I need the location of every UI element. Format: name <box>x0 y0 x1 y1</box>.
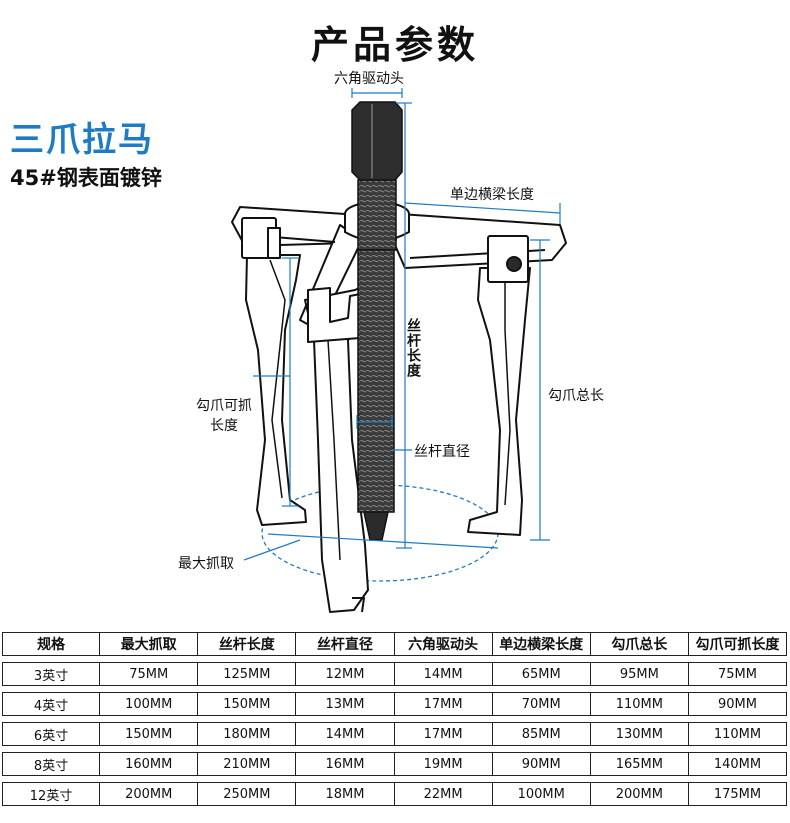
table-cell: 130MM <box>590 722 689 746</box>
table-cell: 19MM <box>394 752 493 776</box>
puller-diagram <box>231 88 567 613</box>
right-jaw <box>467 235 531 536</box>
table-cell: 17MM <box>394 692 493 716</box>
table-row: 3英寸 75MM 125MM 12MM 14MM 65MM 95MM 75MM <box>2 662 787 686</box>
table-cell: 12MM <box>296 662 395 686</box>
table-cell: 8英寸 <box>2 752 101 776</box>
table-cell: 110MM <box>590 692 689 716</box>
header-cell: 六角驱动头 <box>394 632 493 656</box>
header-cell: 最大抓取 <box>100 632 199 656</box>
table-cell: 200MM <box>590 782 689 806</box>
header-cell: 丝杆直径 <box>296 632 395 656</box>
label-jaw-total: 勾爪总长 <box>548 388 604 404</box>
table-cell: 160MM <box>100 752 199 776</box>
table-cell: 18MM <box>296 782 395 806</box>
header-cell: 单边横梁长度 <box>492 632 591 656</box>
table-cell: 16MM <box>296 752 395 776</box>
table-row: 12英寸 200MM 250MM 18MM 22MM 100MM 200MM 1… <box>2 782 787 806</box>
table-cell: 6英寸 <box>2 722 101 746</box>
label-jaw-reach: 勾爪可抓长度 <box>196 398 252 434</box>
table-row: 4英寸 100MM 150MM 13MM 17MM 70MM 110MM 90M… <box>2 692 787 716</box>
table-cell: 12英寸 <box>2 782 101 806</box>
table-cell: 95MM <box>590 662 689 686</box>
header-cell: 勾爪可抓长度 <box>688 632 787 656</box>
product-material: 45#钢表面镀锌 <box>10 166 162 190</box>
spec-table: 规格 最大抓取 丝杆长度 丝杆直径 六角驱动头 单边横梁长度 勾爪总长 勾爪可抓… <box>2 626 787 812</box>
table-cell: 210MM <box>198 752 297 776</box>
label-screw-length: 丝杆长度 <box>405 318 421 378</box>
table-cell: 175MM <box>688 782 787 806</box>
table-cell: 85MM <box>492 722 591 746</box>
table-cell: 75MM <box>100 662 199 686</box>
left-jaw <box>241 217 307 526</box>
page-title: 产品参数 <box>310 23 479 67</box>
dimension-lines <box>243 88 561 561</box>
table-cell: 200MM <box>100 782 199 806</box>
table-cell: 100MM <box>492 782 591 806</box>
table-cell: 14MM <box>394 662 493 686</box>
table-cell: 140MM <box>688 752 787 776</box>
screw <box>351 101 403 541</box>
header-cell: 规格 <box>2 632 101 656</box>
table-cell: 250MM <box>198 782 297 806</box>
table-cell: 100MM <box>100 692 199 716</box>
label-screw-diameter: 丝杆直径 <box>414 444 470 460</box>
table-cell: 4英寸 <box>2 692 101 716</box>
table-cell: 70MM <box>492 692 591 716</box>
table-cell: 180MM <box>198 722 297 746</box>
label-beam-length: 单边横梁长度 <box>450 187 534 203</box>
table-cell: 90MM <box>492 752 591 776</box>
table-row: 6英寸 150MM 180MM 14MM 17MM 85MM 130MM 110… <box>2 722 787 746</box>
table-cell: 110MM <box>688 722 787 746</box>
label-max-grip: 最大抓取 <box>178 556 234 572</box>
table-cell: 75MM <box>688 662 787 686</box>
table-cell: 165MM <box>590 752 689 776</box>
table-cell: 90MM <box>688 692 787 716</box>
spec-table-header: 规格 最大抓取 丝杆长度 丝杆直径 六角驱动头 单边横梁长度 勾爪总长 勾爪可抓… <box>2 632 787 656</box>
table-cell: 150MM <box>198 692 297 716</box>
header-cell: 勾爪总长 <box>590 632 689 656</box>
table-cell: 3英寸 <box>2 662 101 686</box>
table-cell: 22MM <box>394 782 493 806</box>
header-cell: 丝杆长度 <box>198 632 297 656</box>
table-cell: 17MM <box>394 722 493 746</box>
table-cell: 14MM <box>296 722 395 746</box>
table-cell: 13MM <box>296 692 395 716</box>
table-cell: 65MM <box>492 662 591 686</box>
table-cell: 150MM <box>100 722 199 746</box>
table-cell: 125MM <box>198 662 297 686</box>
product-name: 三爪拉马 <box>10 120 154 160</box>
label-hex-drive: 六角驱动头 <box>334 71 404 87</box>
table-row: 8英寸 160MM 210MM 16MM 19MM 90MM 165MM 140… <box>2 752 787 776</box>
